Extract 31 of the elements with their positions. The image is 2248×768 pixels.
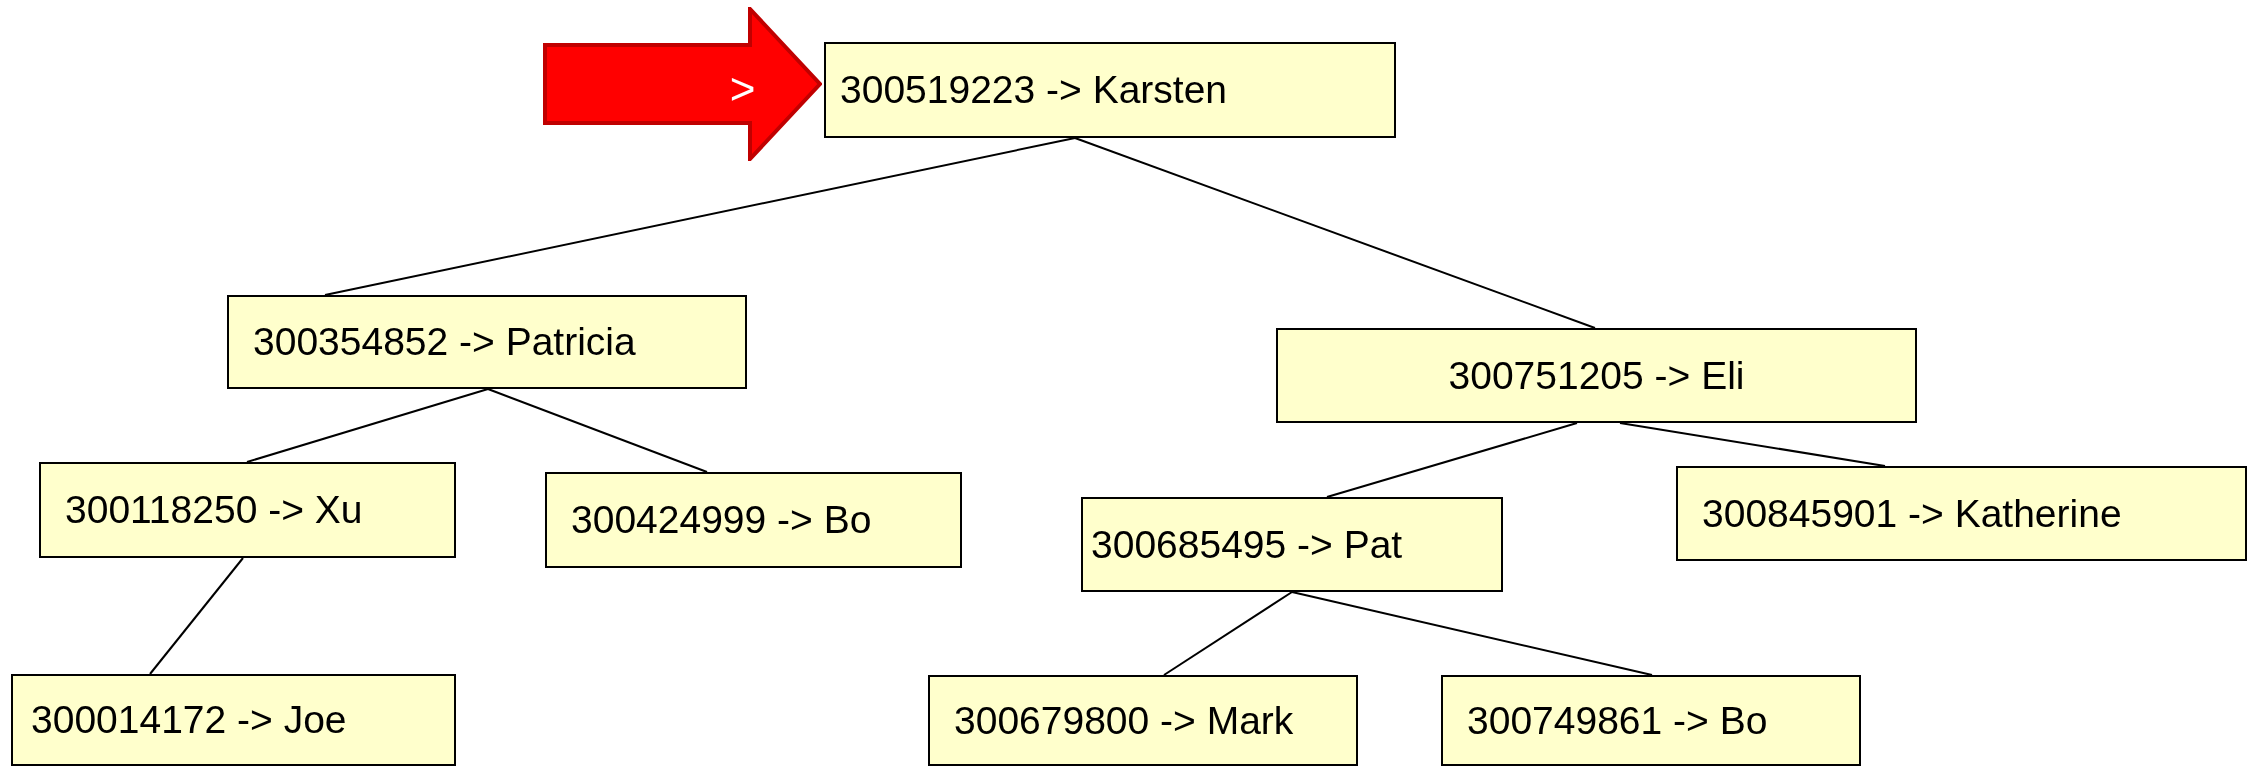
tree-node-box bbox=[1441, 675, 1861, 766]
node-label: 300519223 -> Karsten bbox=[840, 68, 1228, 112]
tree-node-box bbox=[928, 675, 1358, 766]
tree-node-box bbox=[545, 472, 962, 568]
connector-line bbox=[246, 388, 489, 463]
node-label: 300118250 -> Xu bbox=[65, 488, 363, 532]
tree-node-box bbox=[11, 674, 456, 766]
node-label: 300751205 -> Eli bbox=[1448, 353, 1745, 398]
node-label: 300354852 -> Patricia bbox=[253, 320, 636, 364]
connector-line bbox=[1619, 422, 1886, 467]
tree-node-box bbox=[227, 295, 747, 389]
node-label: 300679800 -> Mark bbox=[954, 698, 1294, 743]
node-label: 300845901 -> Katherine bbox=[1702, 491, 2122, 536]
arrow-symbol-text: > bbox=[729, 64, 756, 114]
connector-line bbox=[149, 557, 244, 675]
pointer-block-arrow bbox=[543, 7, 822, 161]
connector-line bbox=[1291, 591, 1653, 676]
connector-line bbox=[324, 137, 1076, 296]
tree-node-box bbox=[824, 42, 1396, 138]
node-label: 300749861 -> Bo bbox=[1467, 698, 1768, 743]
connector-line bbox=[1074, 137, 1596, 329]
connector-line bbox=[1326, 422, 1578, 498]
tree-node-box bbox=[1081, 497, 1503, 592]
connector-line bbox=[1163, 591, 1293, 676]
tree-node-box bbox=[1676, 466, 2247, 561]
connector-line bbox=[487, 388, 708, 473]
node-label: 300685495 -> Pat bbox=[1091, 522, 1403, 567]
node-label: 300014172 -> Joe bbox=[31, 698, 347, 742]
tree-node-box bbox=[39, 462, 456, 558]
node-label: 300424999 -> Bo bbox=[571, 498, 872, 542]
tree-node-box bbox=[1276, 328, 1917, 423]
